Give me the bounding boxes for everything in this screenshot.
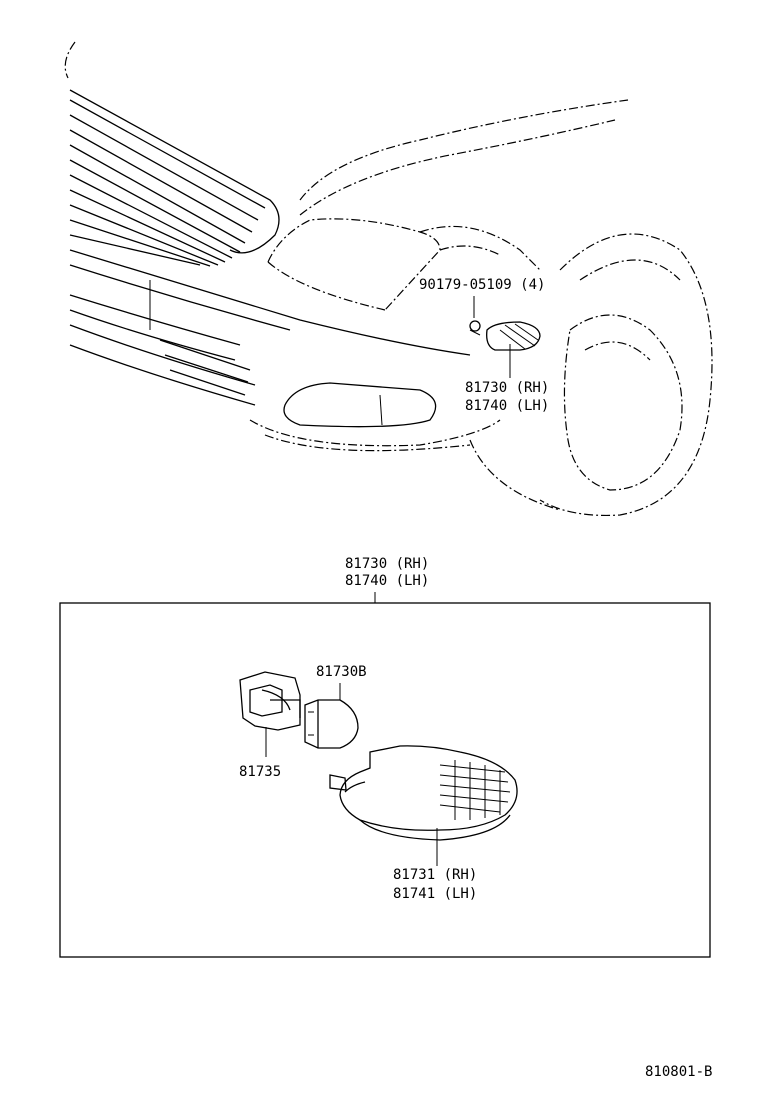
lamp-lh-part-label: 81740 (LH) bbox=[465, 398, 550, 414]
lamp-rh-part-label: 81730 (RH) bbox=[465, 380, 550, 396]
figure-id: 810801-B bbox=[645, 1064, 713, 1080]
vehicle-front-drawing bbox=[64, 41, 713, 516]
grille bbox=[69, 89, 280, 267]
wheel bbox=[539, 233, 713, 516]
detail-box bbox=[59, 592, 711, 958]
socket-part-label: 81735 bbox=[239, 764, 282, 780]
retainer-part-label: 90179-05109 (4) bbox=[419, 277, 546, 293]
assembly-rh-part-label: 81730 (RH) bbox=[345, 556, 430, 572]
lens-drawing bbox=[329, 745, 518, 866]
socket-drawing bbox=[239, 671, 301, 757]
assembly-lh-part-label: 81740 (LH) bbox=[345, 573, 430, 589]
lens-lh-part-label: 81741 (LH) bbox=[393, 886, 478, 902]
bulb-part-label: 81730B bbox=[316, 664, 367, 680]
bulb-drawing bbox=[304, 683, 359, 749]
lens-rh-part-label: 81731 (RH) bbox=[393, 867, 478, 883]
side-marker-small bbox=[469, 320, 541, 351]
